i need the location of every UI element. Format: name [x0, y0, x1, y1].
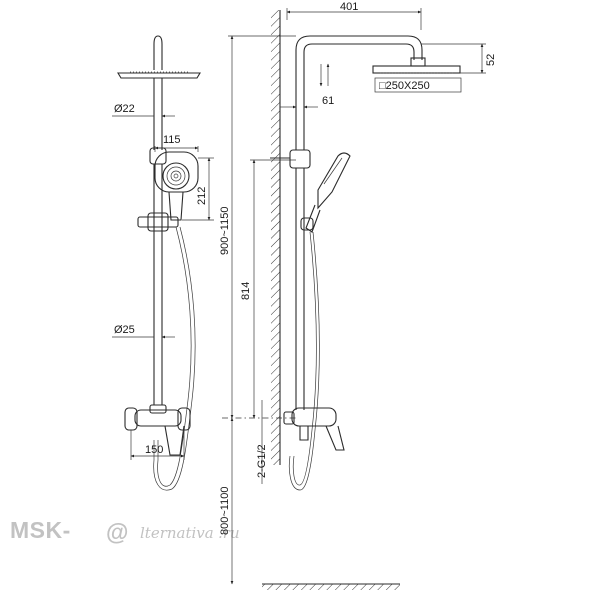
front-view: Ø22 115 212 Ø25	[112, 35, 214, 491]
floor	[262, 583, 400, 590]
dim-height-814: 814	[240, 282, 252, 300]
dim-handshower-115: 115	[163, 134, 181, 146]
wall	[271, 10, 280, 465]
dim-height-52: 52	[485, 54, 497, 66]
front-mixer	[124, 404, 191, 456]
front-hand-shower	[154, 151, 199, 193]
watermark-brand: MSK-	[10, 517, 71, 543]
side-hand-shower	[317, 152, 351, 210]
side-view: 401 52 □250X250 61	[270, 1, 497, 491]
dim-head-size: □250X250	[379, 80, 430, 92]
dim-spread-150: 150	[145, 444, 163, 456]
dim-thread-g12: 2-G1/2	[256, 444, 268, 478]
dim-offset-61: 61	[322, 95, 334, 107]
watermark-domain: .ru	[218, 524, 240, 542]
side-rain-head	[372, 65, 461, 74]
dim-width-401: 401	[340, 1, 358, 13]
watermark-word: lternativa	[140, 524, 214, 542]
side-mixer	[283, 407, 345, 451]
dim-height-900-1150: 900~1150	[219, 207, 231, 255]
side-riser-arm	[295, 35, 423, 150]
side-hose	[292, 231, 317, 486]
watermark: MSK- @ lternativa .ru	[10, 517, 240, 545]
dim-pipe-22: Ø22	[114, 103, 135, 115]
dim-height-800-1100: 800~1100	[219, 487, 231, 535]
dim-pipe-25: Ø25	[114, 324, 135, 336]
front-riser-top	[153, 35, 163, 70]
height-dimensions: 900~1150 814 800~1100 2-G1/2	[219, 35, 296, 585]
watermark-at: @	[106, 519, 129, 545]
front-rain-head	[117, 72, 201, 79]
dim-handshower-212: 212	[196, 187, 208, 205]
